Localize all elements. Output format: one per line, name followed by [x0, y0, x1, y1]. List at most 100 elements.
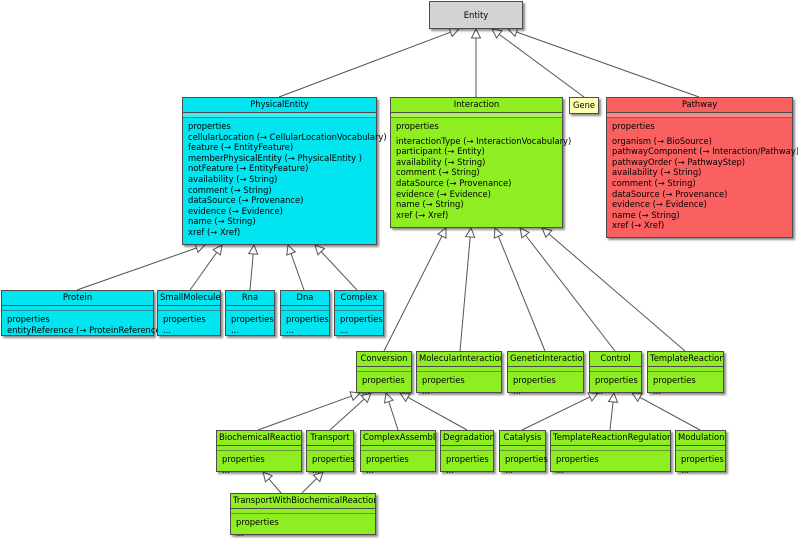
edge-line [257, 395, 352, 431]
class-biochemical-reaction[interactable]: BiochemicalReaction properties ... [216, 430, 302, 475]
edge-line [521, 396, 591, 431]
class-genetic-interaction[interactable]: GeneticInteraction properties ... [507, 351, 584, 396]
property-item: dataSource (→ Provenance) [188, 195, 304, 206]
class-dna-attributes: properties ... [281, 311, 329, 335]
property-item: name (→ String) [188, 216, 256, 227]
generalization-arrowhead [607, 391, 619, 404]
class-template-reaction[interactable]: TemplateReaction properties ... [647, 351, 724, 396]
edge-line [516, 31, 700, 98]
class-molecular-interaction[interactable]: MolecularInteraction properties ... [416, 351, 502, 396]
class-degradation[interactable]: Degradation properties ... [440, 430, 494, 475]
class-complex-assembly[interactable]: ComplexAssembly properties ... [360, 430, 436, 475]
property-item: interactionType (→ InteractionVocabulary… [396, 135, 572, 146]
section-label: properties [513, 375, 556, 385]
section-label: properties [653, 375, 696, 385]
section-label: properties [366, 454, 409, 464]
class-separator [676, 446, 725, 451]
class-rna[interactable]: Rna properties ... [225, 290, 275, 336]
class-dna[interactable]: Dna properties ... [280, 290, 330, 336]
class-separator [307, 446, 353, 451]
class-template-reaction-regulation[interactable]: TemplateReactionRegulation properties ..… [550, 430, 671, 475]
section-label: properties [236, 517, 279, 527]
generalization-arrowhead [383, 391, 394, 404]
more-indicator: ... [222, 464, 230, 475]
generalization-arrowhead [493, 226, 504, 239]
edge-line [268, 478, 282, 494]
section-label: properties [188, 121, 231, 131]
more-indicator: ... [556, 464, 564, 475]
class-modulation-title: Modulation [676, 431, 725, 446]
class-separator [551, 446, 670, 451]
edge-twbr-to-transport [301, 471, 324, 494]
class-conversion[interactable]: Conversion properties ... [356, 351, 412, 396]
class-catalysis[interactable]: Catalysis properties ... [499, 430, 548, 475]
property-item: pathwayOrder (→ PathwayStep) [612, 156, 746, 167]
generalization-arrowhead [399, 392, 411, 403]
property-item: evidence (→ Evidence) [612, 199, 707, 210]
class-control[interactable]: Control properties ... [589, 351, 642, 396]
class-separator [281, 306, 329, 311]
property-item: availability (→ String) [612, 167, 702, 178]
class-template-reaction-attributes: properties ... [648, 372, 723, 396]
class-protein[interactable]: Protein properties entityReference (→ Pr… [1, 290, 164, 336]
class-pathway[interactable]: Pathway properties organism (→ BioSource… [606, 97, 798, 238]
edge-physical-entity-to-entity [278, 27, 461, 98]
class-complex-assembly-title: ComplexAssembly [361, 431, 435, 446]
class-interaction[interactable]: Interaction properties interactionType (… [390, 97, 572, 228]
more-indicator: ... [513, 385, 521, 396]
class-separator [217, 446, 301, 451]
class-template-reaction-title: TemplateReaction [648, 352, 723, 367]
generalization-arrowhead [212, 244, 223, 256]
class-degradation-title: Degradation [441, 431, 493, 446]
more-indicator: ... [653, 385, 661, 396]
class-control-title: Control [590, 352, 641, 367]
edge-catalysis-to-control [521, 392, 600, 431]
class-catalysis-attributes: properties ... [500, 451, 548, 475]
class-gene[interactable]: Gene [569, 97, 599, 114]
edge-line [76, 247, 197, 291]
more-indicator: ... [681, 464, 689, 475]
property-item: availability (→ String) [188, 173, 278, 184]
class-complex[interactable]: Complex properties ... [334, 290, 384, 336]
class-separator [500, 446, 545, 451]
generalization-arrowhead [470, 27, 482, 39]
section-label: properties [163, 314, 206, 324]
edge-line [497, 236, 546, 352]
edge-small-molecule-to-physical-entity [189, 244, 223, 291]
class-transport-with-biochemical-reaction-title: TransportWithBiochemicalReaction [231, 494, 375, 509]
class-small-molecule[interactable]: SmallMolecule properties ... [157, 290, 221, 336]
class-transport-title: Transport [307, 431, 353, 446]
more-indicator: ... [236, 527, 244, 538]
class-template-reaction-regulation-attributes: properties ... [551, 451, 670, 475]
class-rna-attributes: properties ... [226, 311, 274, 335]
more-indicator: ... [446, 464, 454, 475]
class-entity[interactable]: Entity [429, 1, 523, 29]
class-dna-title: Dna [281, 291, 329, 306]
edge-conversion-to-interaction [383, 227, 447, 352]
class-separator [508, 367, 583, 372]
property-item: feature (→ EntityFeature) [188, 142, 294, 153]
class-small-molecule-title: SmallMolecule [158, 291, 220, 306]
generalization-arrowhead [360, 392, 372, 404]
class-physical-entity[interactable]: PhysicalEntity properties cellularLocati… [182, 97, 387, 245]
section-label: properties [681, 454, 724, 464]
class-complex-title: Complex [335, 291, 383, 306]
more-indicator: ... [163, 324, 171, 335]
edge-dna-to-physical-entity [286, 243, 305, 291]
class-separator [183, 113, 376, 118]
more-indicator: ... [312, 464, 320, 475]
section-label: properties [7, 314, 50, 324]
edge-line [329, 398, 365, 431]
property-item: name (→ String) [396, 199, 464, 210]
class-transport[interactable]: Transport properties ... [306, 430, 355, 475]
edge-line [249, 253, 254, 291]
edge-gene-to-entity [491, 28, 585, 98]
section-label: properties [340, 314, 383, 324]
class-template-reaction-regulation-title: TemplateReactionRegulation [551, 431, 670, 446]
class-modulation[interactable]: Modulation properties ... [675, 430, 726, 475]
property-item: comment (→ String) [396, 167, 480, 178]
edge-line [639, 396, 701, 431]
class-biochemical-reaction-attributes: properties ... [217, 451, 301, 475]
class-separator [590, 367, 641, 372]
class-transport-with-biochemical-reaction[interactable]: TransportWithBiochemicalReaction propert… [230, 493, 376, 538]
